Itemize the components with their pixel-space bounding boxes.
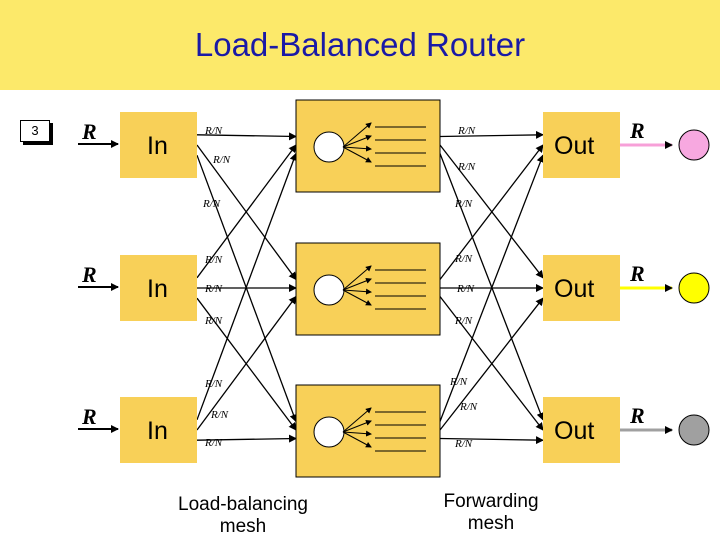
input-port-label: In: [147, 275, 168, 303]
fanout-arrow: [342, 135, 372, 148]
link-rate-label: R/N: [454, 198, 473, 210]
link-rate-label: R/N: [457, 161, 476, 173]
fanout-arrow: [342, 420, 372, 433]
input-rate-label: R: [81, 262, 97, 287]
input-port-label: In: [147, 132, 168, 160]
link-rate-label: R/N: [454, 315, 473, 327]
output-destination-circle: [678, 414, 710, 446]
fanout-arrow: [342, 265, 372, 291]
forwarding-link: [439, 130, 544, 139]
forwarding-link: [439, 436, 544, 445]
forwarding-link: [439, 297, 544, 431]
forwarding-caption: Forwarding: [443, 491, 538, 512]
output-port-label: Out: [554, 275, 594, 303]
fanout-arrow: [342, 289, 372, 306]
link-rate-label: R/N: [204, 254, 223, 266]
link-rate-label: R/N: [204, 378, 223, 390]
link-rate-label: R/N: [457, 125, 476, 137]
fanout-arrow: [342, 431, 372, 448]
load-balancing-link: [196, 434, 297, 443]
output-port-label: Out: [554, 132, 594, 160]
fanout-arrow: [342, 278, 372, 291]
link-rate-label: R/N: [204, 315, 223, 327]
page-title: Load-Balanced Router: [194, 26, 526, 63]
link-rate-label: R/N: [454, 438, 473, 450]
output-rate-label: R: [629, 403, 645, 428]
switch-circle: [313, 131, 345, 163]
output-rate-label: R: [629, 118, 645, 143]
switch-circle: [313, 416, 345, 448]
slide-number: 3: [20, 120, 50, 142]
fanout-arrow: [342, 288, 372, 295]
output-port-box: [543, 397, 620, 463]
link-rate-label: R/N: [212, 154, 231, 166]
load-balancing-link: [196, 144, 297, 279]
load-balancing-link: [196, 132, 297, 141]
link-rate-label: R/N: [204, 125, 223, 137]
fanout-arrow: [342, 145, 372, 152]
link-rate-label: R/N: [454, 253, 473, 265]
output-destination-circle: [678, 272, 710, 304]
input-rate-label: R: [81, 404, 97, 429]
fanout-arrow: [342, 146, 372, 163]
link-rate-label: R/N: [204, 283, 223, 295]
load-balancing-link: [196, 152, 298, 421]
link-rate-label: R/N: [204, 437, 223, 449]
mesh-links: [78, 130, 673, 445]
input-port-box: [120, 397, 197, 463]
input-port-label: In: [147, 417, 168, 445]
output-destination-circle: [678, 129, 710, 161]
router-boxes: [120, 99, 710, 478]
input-port-box: [120, 255, 197, 321]
input-rate-label: R: [81, 119, 97, 144]
load-balancing-caption: mesh: [220, 516, 266, 537]
load-balancing-link: [196, 295, 297, 431]
forwarding-caption: mesh: [468, 513, 514, 534]
input-port-box: [120, 112, 197, 178]
load-balancing-caption: Load-balancing: [178, 494, 308, 515]
link-rate-label: R/N: [449, 376, 468, 388]
output-port-label: Out: [554, 417, 594, 445]
forwarding-link: [439, 154, 545, 422]
link-rate-label: R/N: [210, 409, 229, 421]
link-rate-label: R/N: [202, 198, 221, 210]
fanout-arrow: [342, 430, 372, 437]
output-port-box: [543, 112, 620, 178]
forwarding-link: [439, 144, 544, 280]
output-port-box: [543, 255, 620, 321]
fanout-arrow: [342, 122, 372, 148]
link-rate-label: R/N: [459, 401, 478, 413]
output-rate-label: R: [629, 261, 645, 286]
link-rate-label: R/N: [456, 283, 475, 295]
title-bar: [0, 0, 720, 90]
switch-circle: [313, 274, 345, 306]
fanout-arrow: [342, 407, 372, 433]
